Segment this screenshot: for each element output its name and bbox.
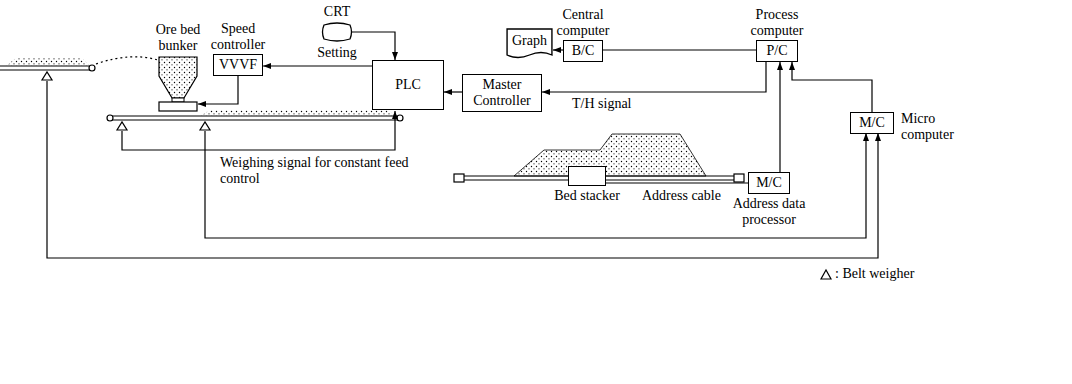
bunker-conveyor	[107, 110, 403, 121]
box-text: M/C	[756, 175, 782, 191]
box-text: PLC	[395, 77, 421, 93]
box-heading: Bed stacker	[542, 188, 632, 204]
legend-entry: : Belt weigher	[820, 266, 914, 282]
signal-connector	[779, 62, 780, 172]
legend-text: : Belt weigher	[835, 266, 914, 282]
connector-label: T/H signal	[570, 96, 634, 112]
box-text: Graph	[512, 33, 547, 49]
signal-connector	[603, 49, 756, 50]
box-text: VVVF	[219, 57, 257, 73]
box-heading: Process computer	[740, 7, 815, 39]
bed-stacker: Bed stacker	[568, 166, 606, 186]
box-heading: CRT	[315, 4, 359, 20]
signal-connector	[444, 91, 462, 92]
signal-connector	[352, 32, 395, 60]
speed-controller-box: Speed controllerVVVF	[213, 54, 263, 76]
box-heading: Speed controller	[203, 21, 273, 53]
box-heading: Central computer	[548, 7, 618, 39]
feed-conveyor	[0, 57, 158, 71]
box-text: P/C	[766, 43, 787, 59]
crt-display: CRTSetting	[322, 22, 352, 42]
box-text: B/C	[572, 43, 595, 59]
master-controller-box: Master Controller	[462, 74, 542, 112]
box-text: Master Controller	[468, 77, 536, 109]
box-heading: Setting	[307, 45, 367, 61]
plc-box: PLC	[372, 60, 444, 110]
signal-connector	[553, 49, 563, 50]
central-computer-box: Central computerB/C	[563, 40, 603, 62]
connector-label: Address cable	[640, 188, 723, 204]
address-data-processor: M/CAddress data processor	[748, 172, 790, 194]
signal-connector	[542, 62, 766, 92]
signal-note: Weighing signal for constant feed contro…	[218, 155, 412, 187]
signal-connector	[198, 76, 238, 104]
box-heading: Micro computer	[901, 111, 981, 143]
signal-connector	[606, 182, 748, 183]
process-computer-box: Process computerP/C	[756, 40, 798, 62]
signal-connector	[792, 62, 872, 112]
micro-computer: M/CMicro computer	[850, 112, 894, 134]
legend-swatch	[820, 268, 832, 280]
box-heading: Address data processor	[724, 196, 814, 228]
box-text: M/C	[859, 115, 885, 131]
box-heading: Ore bed bunker	[151, 22, 205, 54]
ore-bed-bunker: Ore bed bunker	[158, 56, 198, 112]
signal-connector	[263, 65, 372, 66]
graph-sheet: Graph	[506, 28, 553, 60]
